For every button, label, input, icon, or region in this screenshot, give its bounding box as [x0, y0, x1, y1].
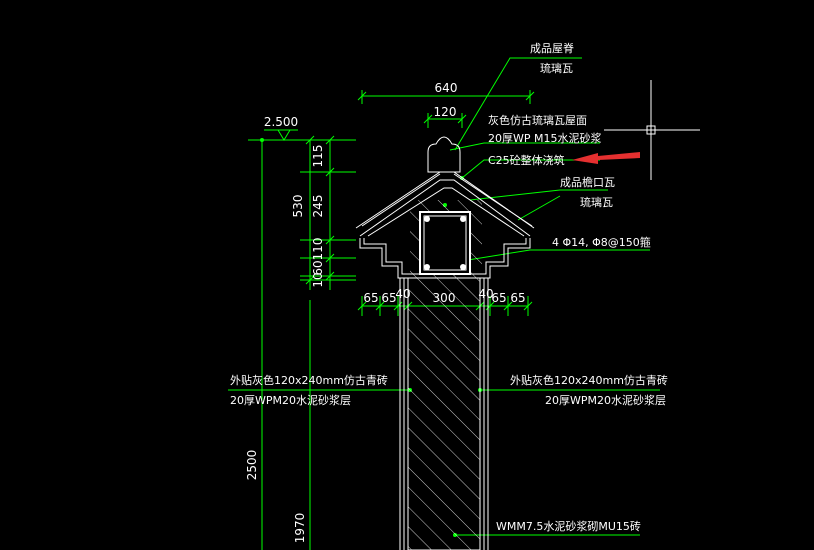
rebar-dots [424, 216, 466, 270]
dim-60: 60 [311, 260, 325, 275]
dim-65-c: 65 [491, 291, 506, 305]
annotation-arrow [572, 152, 640, 164]
label-right-finish-1: 外贴灰色120x240mm仿古青砖 [510, 373, 668, 387]
label-mortar-layer: 20厚WP M15水泥砂浆 [488, 131, 602, 145]
dim-10: 10 [311, 272, 325, 287]
label-right-finish-2: 20厚WPM20水泥砂浆层 [545, 393, 666, 407]
elevation-label: 2.500 [264, 115, 298, 129]
dim-115: 115 [311, 145, 325, 168]
label-masonry: WMM7.5水泥砂浆砌MU15砖 [496, 519, 641, 533]
column-structure [355, 136, 535, 550]
label-eave-tile: 成品檐口瓦 [560, 175, 615, 189]
label-left-finish-1: 外贴灰色120x240mm仿古青砖 [230, 373, 388, 387]
label-glazed-tile-2: 琉璃瓦 [580, 195, 613, 209]
label-left-finish-2: 20厚WPM20水泥砂浆层 [230, 393, 351, 407]
label-ridge-tile: 成品屋脊 [530, 41, 574, 55]
dim-530: 530 [291, 195, 305, 218]
label-roof-surface: 灰色仿古琉璃瓦屋面 [488, 113, 587, 127]
dim-300: 300 [433, 291, 456, 305]
dim-40-a: 40 [395, 287, 410, 301]
label-rebar: 4 Φ14, Φ8@150箍 [552, 235, 651, 249]
dim-120: 120 [434, 105, 457, 119]
dim-2500: 2500 [245, 450, 259, 481]
dim-40-b: 40 [478, 287, 493, 301]
dim-110: 110 [311, 238, 325, 261]
dim-65-b: 65 [381, 291, 396, 305]
dim-245: 245 [311, 195, 325, 218]
crosshair-cursor-icon [604, 80, 700, 180]
dim-1970: 1970 [293, 513, 307, 544]
dim-65-a: 65 [363, 291, 378, 305]
dim-65-d: 65 [510, 291, 525, 305]
dim-640: 640 [435, 81, 458, 95]
label-glazed-tile-1: 琉璃瓦 [540, 61, 573, 75]
label-concrete: C25砼整体浇筑 [488, 153, 565, 167]
